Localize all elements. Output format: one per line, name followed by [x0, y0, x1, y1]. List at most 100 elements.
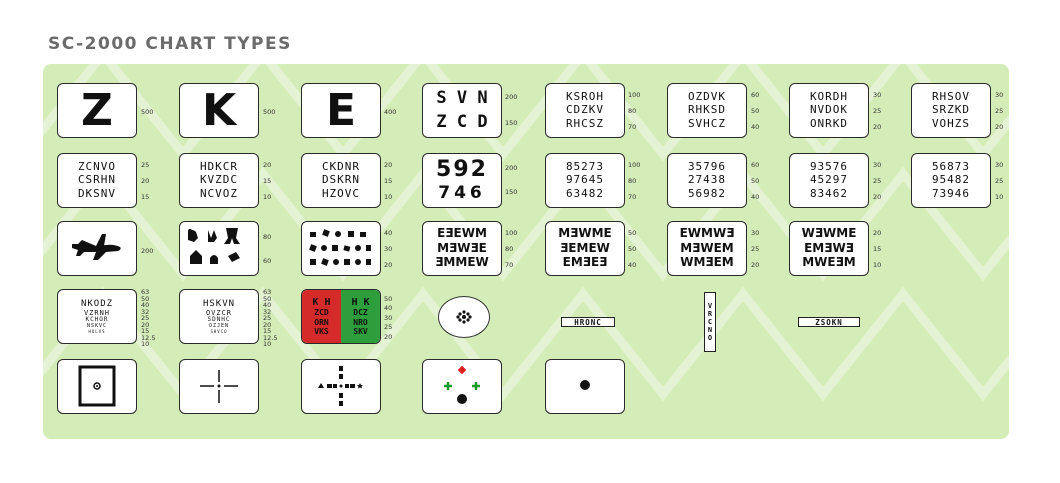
size-label: 15 [384, 176, 393, 185]
letter-row: HDKCR [199, 159, 239, 173]
chart-dot-cluster[interactable] [438, 296, 490, 338]
number-row: 592 [436, 157, 488, 183]
chart-tumbling-e-50[interactable]: MƎWME ƎEMEW EMƎEƎ [545, 221, 625, 276]
chart-size-labels: 100 80 70 [628, 162, 640, 200]
chart-letters-ksroh[interactable]: KSROH CDZKV RHCSZ [545, 83, 625, 138]
letter-row: VOHZS [931, 116, 971, 130]
letter-row: KORDH [809, 89, 849, 103]
chart-letters-svn[interactable]: S V N Z C D [422, 83, 502, 138]
size-label: 25 [995, 106, 1004, 115]
letter-row: CKDNR [321, 159, 361, 173]
size-label: 25 [263, 314, 272, 322]
size-label: 25 [384, 323, 393, 332]
chart-progressive-letters-2[interactable]: HSKVN OVZCR SDNHC OZJEN SHVCO [179, 289, 259, 344]
letter-row: CDZKV [565, 103, 605, 117]
size-label: 10 [995, 192, 1004, 201]
letter-row: OVZCR [205, 309, 233, 318]
chart-worth-four-dot[interactable] [422, 359, 502, 414]
chart-numbers-592[interactable]: 592 746 [422, 153, 502, 208]
size-label: 20 [873, 122, 882, 131]
e-row: MƎWME [558, 225, 612, 240]
letter-row: SVHCZ [687, 116, 727, 130]
chart-letters-rhsov[interactable]: RHSOV SRZKD VOHZS [911, 83, 991, 138]
chart-letter-k[interactable]: K [179, 83, 259, 138]
size-label: 20 [384, 260, 393, 269]
chart-stereo-cross[interactable] [301, 359, 381, 414]
letter-row: SRZKD [931, 103, 971, 117]
letter: Z [81, 84, 113, 136]
letter-row: Z C D [436, 111, 488, 132]
size-label: 150 [505, 118, 518, 127]
size-label: 30 [873, 91, 882, 99]
size-label: 70 [628, 192, 637, 201]
chart-letters-kordh[interactable]: KORDH NVDOK ONRKD [789, 83, 869, 138]
size-label: 40 [263, 301, 272, 309]
size-label: 25 [141, 314, 150, 322]
chart-size-labels: 80 60 [263, 234, 271, 264]
chart-size-labels: 60 50 40 [751, 162, 759, 200]
size-label: 20 [384, 332, 393, 341]
chart-numbers-85273[interactable]: 85273 97645 63482 [545, 153, 625, 208]
chart-cross-target[interactable] [179, 359, 259, 414]
airplane-icon [72, 234, 121, 260]
chart-numbers-56873[interactable]: 56873 95482 73946 [911, 153, 991, 208]
chart-letter-z[interactable]: Z [57, 83, 137, 138]
chart-picture-airplane[interactable] [57, 221, 137, 276]
page-title: SC-2000 CHART TYPES [48, 34, 292, 54]
chart-tumbling-e-20[interactable]: WƎWME EMƎWƎ MWEƎM [789, 221, 869, 276]
number-row: 56982 [687, 186, 727, 200]
letter: K [201, 84, 237, 136]
chart-pictures-small[interactable] [301, 221, 381, 276]
number-row: 85273 [565, 159, 605, 173]
strip-zsokn[interactable]: ZSOKN [798, 317, 860, 327]
chart-numbers-93576[interactable]: 93576 45297 83462 [789, 153, 869, 208]
chart-progressive-letters-1[interactable]: NKODZ VZRNH KCHOR NSKVC HOLVS [57, 289, 137, 344]
size-label: 80 [505, 244, 514, 253]
e-row: EMƎEƎ [562, 255, 608, 270]
chart-letters-hdkcr[interactable]: HDKCR KVZDC NCVOZ [179, 153, 259, 208]
chart-size-labels: 50 50 40 [628, 230, 636, 268]
chart-size-labels: 30 25 20 [873, 162, 881, 200]
size-label: 40 [751, 192, 760, 201]
letter-row: K H [312, 296, 331, 308]
chart-tumbling-e-30[interactable]: EWMWƎ MƎWEM WMƎEM [667, 221, 747, 276]
chart-letters-ozdvk[interactable]: OZDVK RHKSD SVHCZ [667, 83, 747, 138]
size-label: 70 [628, 122, 637, 131]
size-label: 200 [505, 164, 518, 172]
letter-row: DSKRN [321, 173, 361, 187]
chart-size-label: 500 [141, 108, 154, 116]
size-label: 60 [751, 161, 760, 169]
chart-panel: Z 500 K 500 E 400 S V N Z C D 200 150 KS… [43, 64, 1009, 439]
size-label: 60 [751, 91, 760, 99]
chart-duochrome[interactable]: K H ZCD ORN VKS H K DCZ NRO SKV [301, 289, 381, 344]
size-label: 100 [628, 161, 641, 169]
size-label: 32 [263, 307, 272, 316]
chart-single-dot[interactable] [545, 359, 625, 414]
chart-letter-e[interactable]: E [301, 83, 381, 138]
strip-hronc[interactable]: HRONC [561, 317, 615, 327]
chart-size-label: 500 [263, 108, 276, 116]
size-label: 50 [751, 106, 760, 115]
chart-tumbling-e-100[interactable]: EƎEWM MƎWƎE ƎMMEW [422, 221, 502, 276]
chart-size-labels: 20 15 10 [873, 230, 881, 268]
size-label: 63 [263, 288, 272, 296]
chart-pictures-large[interactable] [179, 221, 259, 276]
letter-row: OZDVK [687, 89, 727, 103]
chart-size-labels: 50 40 30 25 20 [384, 296, 392, 340]
letter-row: SDNHC [207, 316, 231, 324]
e-row: WMƎEM [680, 255, 734, 270]
size-label: 15 [141, 192, 150, 201]
chart-numbers-35796[interactable]: 35796 27438 56982 [667, 153, 747, 208]
chart-letters-ckdnr[interactable]: CKDNR DSKRN HZOVC [301, 153, 381, 208]
size-label: 32 [141, 307, 150, 316]
chart-fixation-box[interactable] [57, 359, 137, 414]
letter-row: DKSNV [77, 186, 117, 200]
letter-row: RHSOV [931, 89, 971, 103]
chart-letters-zcnvo[interactable]: ZCNVO CSRHN DKSNV [57, 153, 137, 208]
letter-row: DCZ [353, 308, 368, 318]
chart-size-labels: 30 25 10 [995, 162, 1003, 200]
size-label: 30 [995, 161, 1004, 169]
letter-row: RHCSZ [565, 116, 605, 130]
strip-vrcno[interactable]: VRCNO [704, 292, 716, 352]
size-label: 10 [873, 260, 882, 269]
